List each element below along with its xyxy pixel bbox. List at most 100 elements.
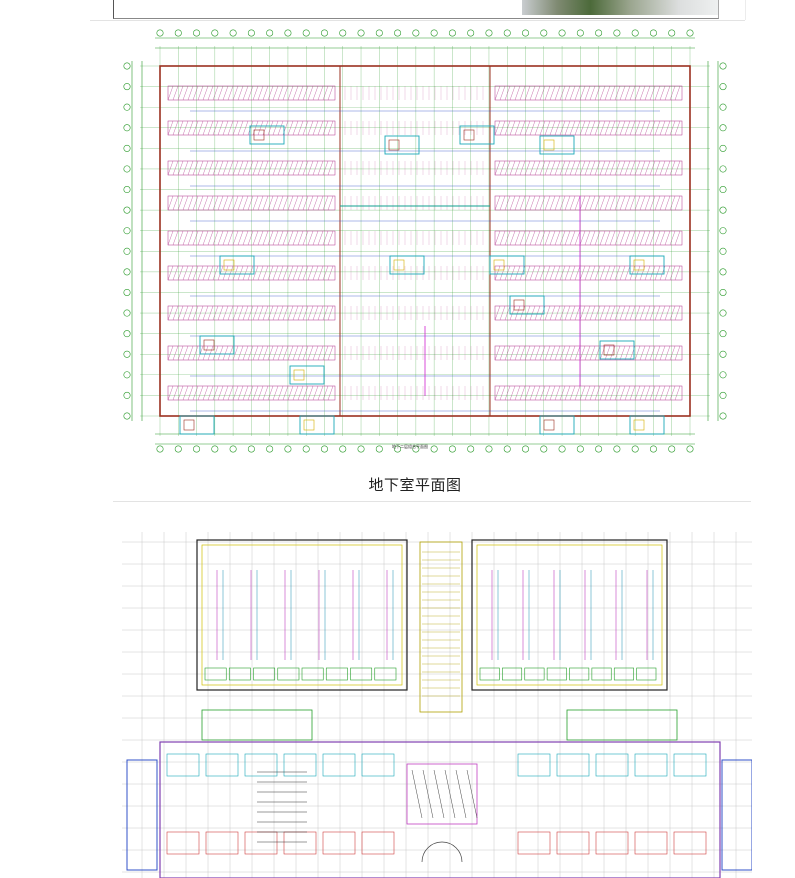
parking-stall — [654, 265, 661, 281]
parking-stall — [292, 345, 299, 361]
parking-stall — [212, 85, 219, 101]
grid-bubble — [595, 29, 603, 37]
parking-stall — [664, 120, 671, 136]
parking-stall — [202, 305, 209, 321]
parking-stall — [307, 85, 314, 101]
parking-stall — [327, 230, 334, 246]
grid-bubble — [558, 29, 566, 37]
parking-stall — [272, 230, 279, 246]
parking-stall — [504, 195, 511, 211]
parking-stall — [227, 385, 234, 401]
parking-stall — [589, 305, 596, 321]
parking-stall — [227, 345, 234, 361]
parking-stall — [549, 305, 556, 321]
parking-stall — [534, 265, 541, 281]
grid-bubble — [719, 309, 727, 317]
parking-stall — [322, 345, 329, 361]
grid-bubble — [719, 268, 727, 276]
parking-stall — [564, 385, 571, 401]
parking-stall — [674, 120, 681, 136]
parking-stall — [579, 85, 586, 101]
parking-stall — [322, 230, 329, 246]
parking-stall — [192, 265, 199, 281]
parking-stall — [322, 160, 329, 176]
equipment-room — [539, 135, 575, 155]
grid-bubble — [467, 445, 475, 453]
grid-bubble — [211, 445, 219, 453]
parking-stall — [307, 345, 314, 361]
core-stair — [223, 259, 235, 271]
parking-stall — [664, 385, 671, 401]
parking-stall — [272, 385, 279, 401]
parking-stall — [297, 160, 304, 176]
parking-stall — [639, 85, 646, 101]
escalator — [422, 769, 434, 819]
parking-stall — [252, 265, 259, 281]
parking-stall — [634, 385, 641, 401]
parking-stall — [569, 230, 576, 246]
parking-stall — [202, 345, 209, 361]
core-stair — [603, 344, 615, 356]
parking-stall — [292, 385, 299, 401]
grid-bubble — [430, 445, 438, 453]
parking-stall — [202, 120, 209, 136]
parking-stall — [534, 345, 541, 361]
room-cell — [479, 667, 500, 681]
grid-bubble — [174, 445, 182, 453]
parking-stall — [634, 265, 641, 281]
parking-stall — [222, 385, 229, 401]
parking-stall — [317, 160, 324, 176]
parking-stall — [207, 265, 214, 281]
parking-stall — [504, 305, 511, 321]
parking-stall — [212, 160, 219, 176]
parking-stall — [549, 385, 556, 401]
parking-stall — [634, 195, 641, 211]
parking-stall — [247, 195, 254, 211]
grid-bubble — [719, 350, 727, 358]
parking-stall — [614, 265, 621, 281]
parking-stall — [599, 160, 606, 176]
grid-bubble — [123, 103, 131, 111]
parking-stall — [624, 160, 631, 176]
parking-stall — [297, 85, 304, 101]
parking-stall — [619, 85, 626, 101]
parking-stall — [644, 120, 651, 136]
parking-stall — [649, 195, 656, 211]
parking-stall — [312, 305, 319, 321]
floor-plan-svg — [122, 532, 752, 878]
grid-bubble — [394, 445, 402, 453]
parking-stall — [307, 120, 314, 136]
parking-row — [494, 265, 683, 281]
parking-stall — [509, 120, 516, 136]
parking-stall — [197, 230, 204, 246]
parking-stall — [639, 120, 646, 136]
parking-stall — [559, 160, 566, 176]
basement-plan-drawing: 地下二层组合平面图 — [120, 26, 730, 462]
parking-stall — [317, 305, 324, 321]
parking-stall — [237, 195, 244, 211]
parking-stall — [187, 195, 194, 211]
grid-bubble — [522, 29, 530, 37]
parking-stall — [317, 195, 324, 211]
parking-stall — [564, 305, 571, 321]
parking-stall — [509, 85, 516, 101]
parking-stall — [619, 195, 626, 211]
parking-stall — [277, 120, 284, 136]
parking-stall — [172, 305, 179, 321]
parking-row — [494, 195, 683, 211]
parking-stall — [569, 345, 576, 361]
parking-stall — [327, 160, 334, 176]
parking-stall — [559, 120, 566, 136]
parking-stall — [222, 265, 229, 281]
grid-bubble — [631, 445, 639, 453]
grid-bubble — [540, 29, 548, 37]
parking-stall — [187, 305, 194, 321]
parking-stall — [217, 120, 224, 136]
parking-stall — [282, 305, 289, 321]
parking-stall — [312, 160, 319, 176]
parking-stall — [499, 305, 506, 321]
parking-stall — [644, 385, 651, 401]
parking-stall — [634, 85, 641, 101]
parking-stall — [514, 345, 521, 361]
parking-stall — [664, 265, 671, 281]
